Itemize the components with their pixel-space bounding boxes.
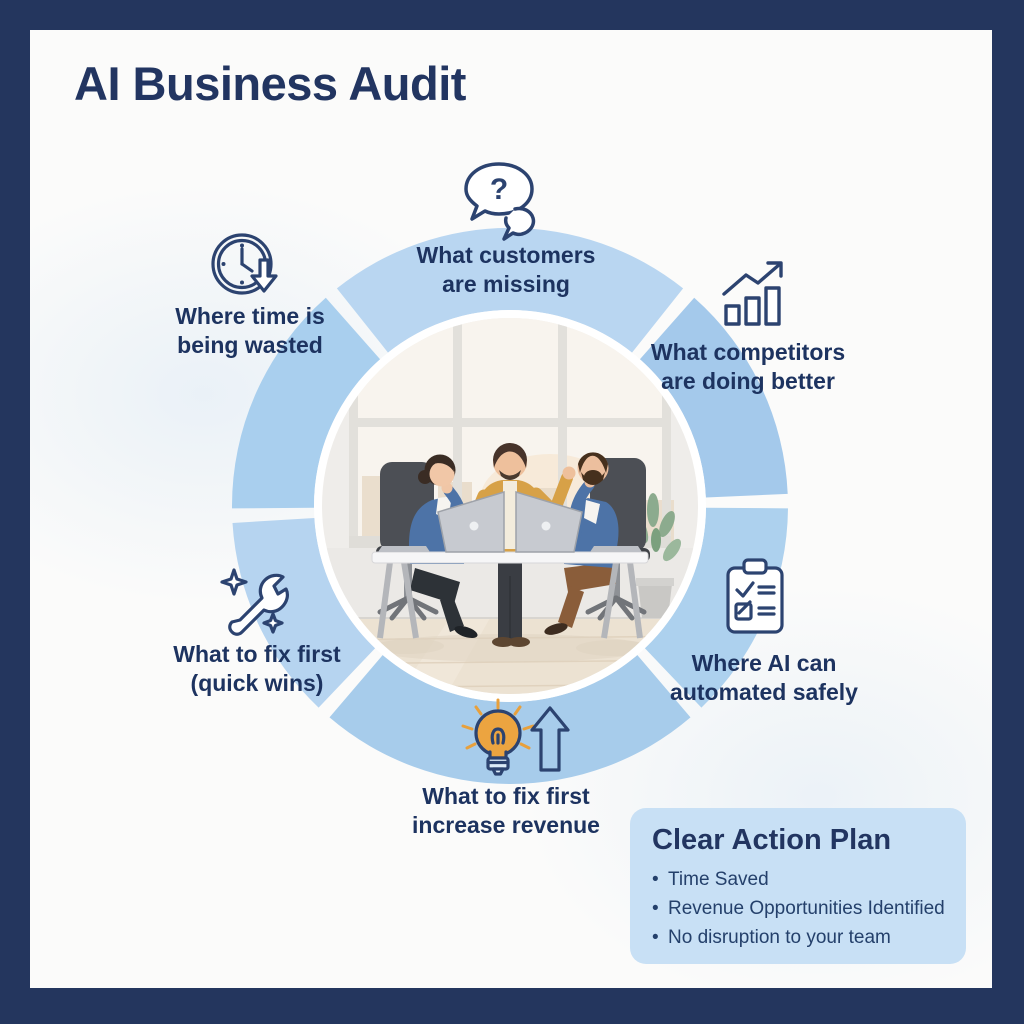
wrench-stars-icon <box>220 568 289 636</box>
wheel-segment-upper-left <box>231 297 381 509</box>
label-what-to-fix-first-increase-revenue: What to fix first increase revenue <box>412 783 600 838</box>
bullet-dot: • <box>652 869 659 890</box>
label-what-competitors-are-doing-better: What competitors are doing better <box>650 339 846 394</box>
bullet-dot: • <box>652 927 659 948</box>
svg-text:?: ? <box>490 173 508 206</box>
question-bubbles-icon: ? <box>464 162 536 241</box>
action-plan-panel: Clear Action Plan •Time Saved •Revenue O… <box>630 808 966 964</box>
page-title: AI Business Audit <box>74 57 466 110</box>
label-where-ai-can-automated-safely: Where AI can automated safely <box>670 650 858 705</box>
laptops <box>378 490 642 553</box>
action-plan-list: •Time Saved •Revenue Opportunities Ident… <box>652 865 956 952</box>
growth-chart-icon <box>722 261 783 326</box>
office-scene <box>322 318 698 694</box>
checklist-clipboard-icon <box>726 558 784 634</box>
action-plan-item: •Time Saved <box>652 865 956 894</box>
label-what-to-fix-first-quick-wins: What to fix first (quick wins) <box>173 641 341 696</box>
action-plan-item: •Revenue Opportunities Identified <box>652 894 956 923</box>
clock-arrow-icon <box>211 233 278 295</box>
action-plan-item: •No disruption to your team <box>652 923 956 952</box>
center-meeting-photo <box>314 310 706 702</box>
label-where-time-is-being-wasted: Where time is being wasted <box>175 303 325 358</box>
wheel-segment-top <box>336 227 684 353</box>
meeting-table <box>371 551 649 639</box>
wheel-segment-lower-right <box>644 507 788 708</box>
action-plan-title: Clear Action Plan <box>652 824 892 856</box>
seated-man <box>544 452 619 635</box>
bullet-dot: • <box>652 898 659 919</box>
label-what-customers-are-missing: What customers are missing <box>416 242 596 297</box>
lightbulb-arrow-icon <box>461 698 570 776</box>
wheel-segment-upper-right <box>639 297 788 498</box>
wheel-segment-lower-left <box>232 518 376 708</box>
